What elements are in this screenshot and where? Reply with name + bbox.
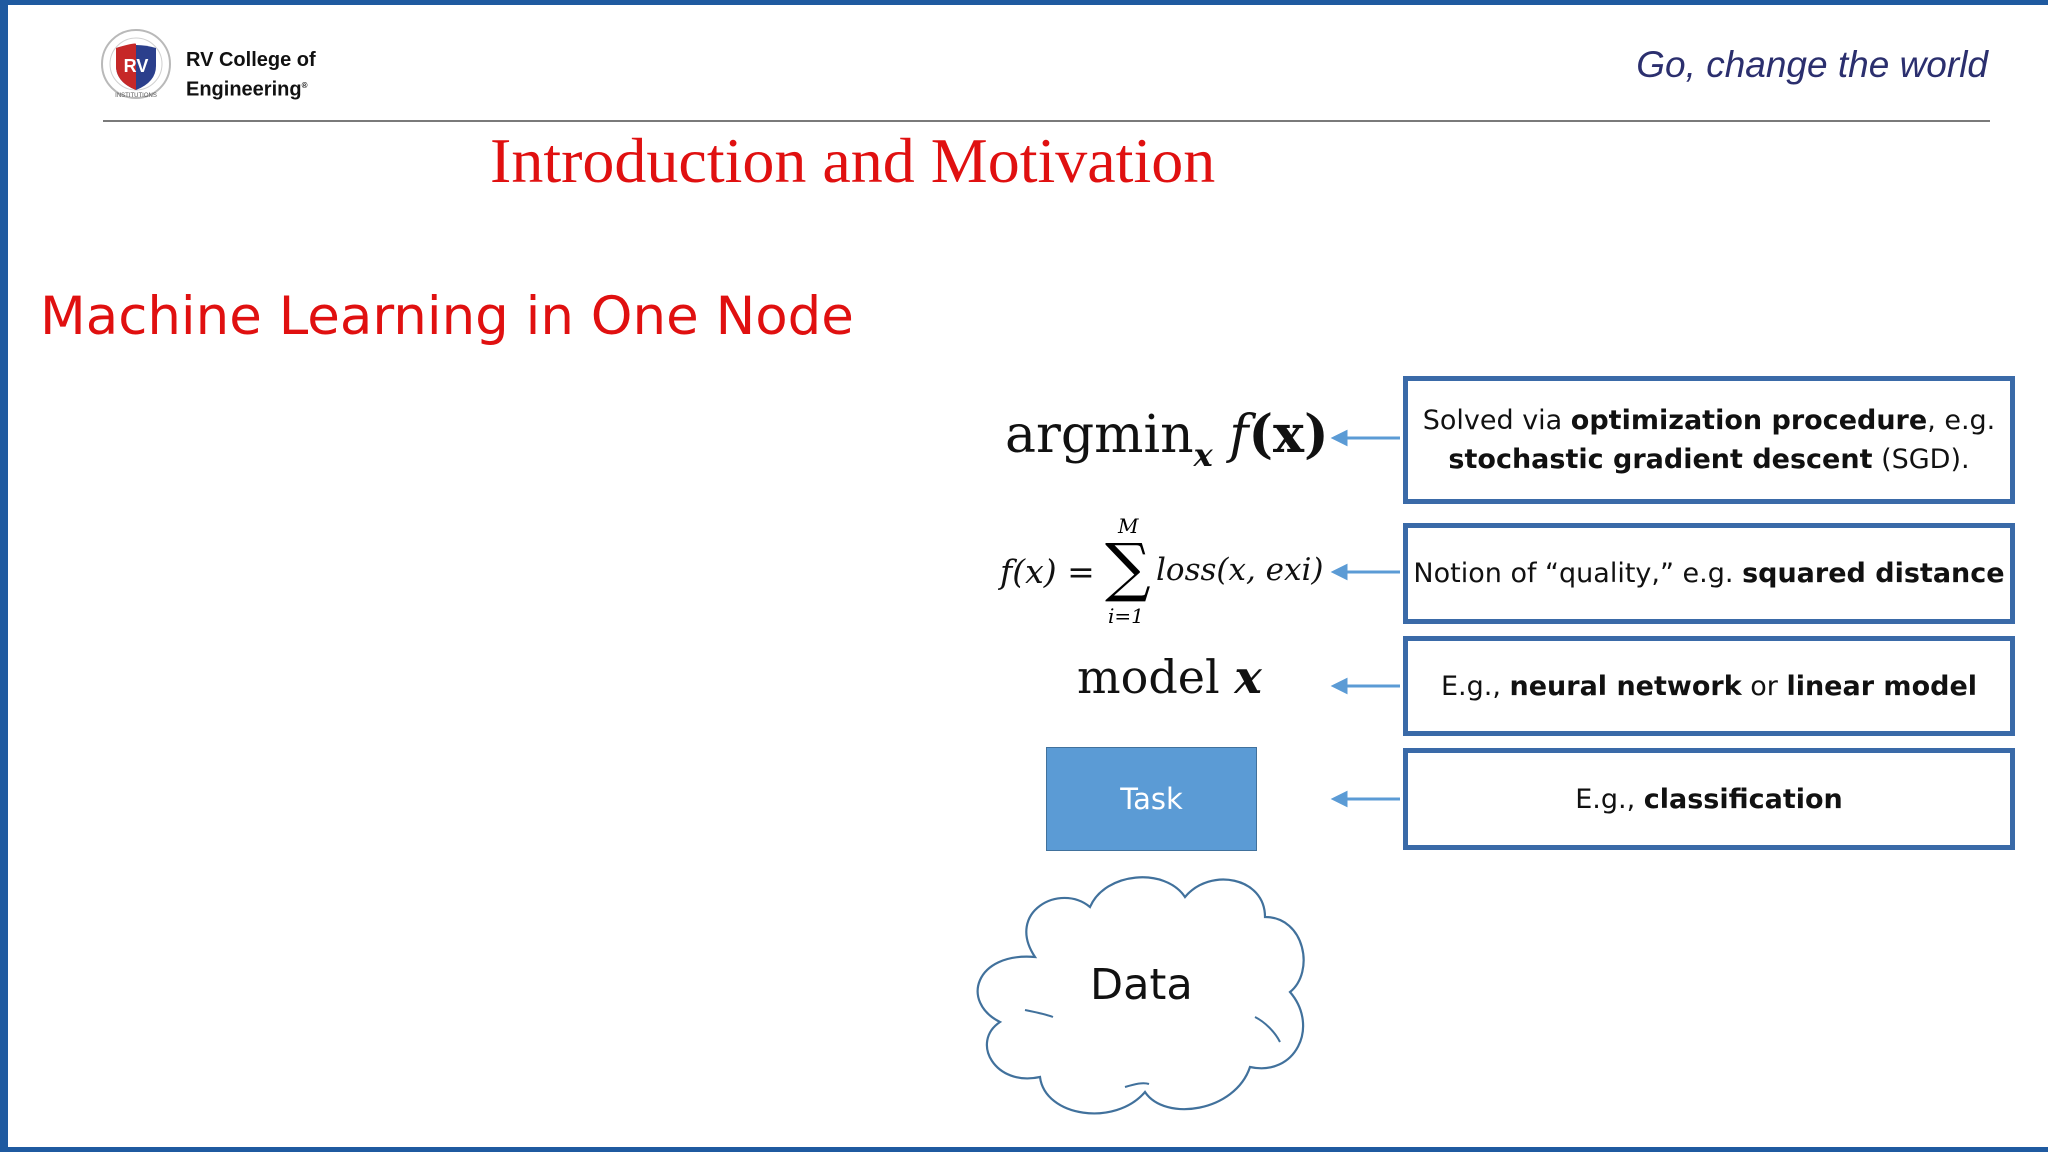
logo-letters: RV — [124, 56, 149, 76]
annotation-text: E.g., — [1575, 783, 1644, 815]
argmin-argument: (x) — [1248, 404, 1329, 465]
college-logo: RV INSTITUTIONS — [101, 29, 171, 99]
sigma-symbol: ∑ — [1105, 531, 1151, 605]
annotation-text: Notion of “quality,” e.g. — [1413, 558, 1743, 589]
annotation-bold: classification — [1643, 783, 1843, 815]
annotation-bold: stochastic gradient descent — [1448, 444, 1873, 475]
data-label: Data — [1090, 960, 1193, 1010]
model-equation: model x — [1077, 650, 1262, 704]
tagline: Go, change the world — [1636, 44, 1988, 85]
registered-mark: ® — [301, 81, 308, 90]
sum-upper-limit: M — [1118, 514, 1139, 538]
task-label: Task — [1120, 782, 1183, 816]
slide-subtitle: Machine Learning in One Node — [40, 286, 854, 347]
college-name-line2: Engineering® — [186, 73, 316, 103]
arrow-task — [1330, 790, 1400, 808]
annotation-text: , e.g. — [1927, 405, 1996, 436]
arrow-loss — [1330, 563, 1400, 581]
arrow-argmin — [1330, 429, 1400, 447]
argmin-function: f — [1229, 405, 1249, 465]
annotation-text: or — [1741, 670, 1787, 702]
annotation-text: (SGD). — [1872, 444, 1970, 475]
college-name-engineering: Engineering — [186, 78, 302, 101]
annotation-bold: linear model — [1786, 670, 1978, 702]
arrow-model — [1330, 677, 1400, 695]
annotation-text: E.g., — [1440, 670, 1510, 702]
annotation-task: E.g., classification — [1403, 748, 2015, 850]
argmin-word: argmin — [1005, 405, 1194, 465]
argmin-subscript: x — [1193, 436, 1213, 474]
college-name: RV College of Engineering® — [186, 48, 316, 103]
annotation-model: E.g., neural network or linear model — [1403, 636, 2015, 736]
annotation-bold: optimization procedure — [1570, 405, 1928, 436]
logo-ring-text: INSTITUTIONS — [115, 93, 157, 99]
sum-equation-rhs: loss(x, exi) — [1156, 552, 1324, 588]
college-name-line1: RV College of — [186, 49, 316, 71]
header-divider — [103, 120, 1990, 122]
annotation-optimization: Solved via optimization procedure, e.g. … — [1403, 376, 2015, 504]
annotation-bold: squared distance — [1742, 558, 2005, 589]
annotation-quality: Notion of “quality,” e.g. squared distan… — [1403, 523, 2015, 624]
annotation-text: Solved via — [1422, 405, 1571, 436]
sum-lower-limit: i=1 — [1108, 604, 1144, 628]
model-variable: x — [1234, 650, 1262, 704]
task-box: Task — [1046, 747, 1257, 851]
argmin-equation: argminx f(x) — [1005, 404, 1329, 474]
sum-equation-lhs: f(x) = — [1000, 552, 1095, 591]
slide-title: Introduction and Motivation — [490, 125, 1216, 196]
annotation-bold: neural network — [1509, 670, 1742, 702]
model-word: model — [1077, 650, 1220, 704]
data-cloud-icon — [976, 876, 1305, 1115]
